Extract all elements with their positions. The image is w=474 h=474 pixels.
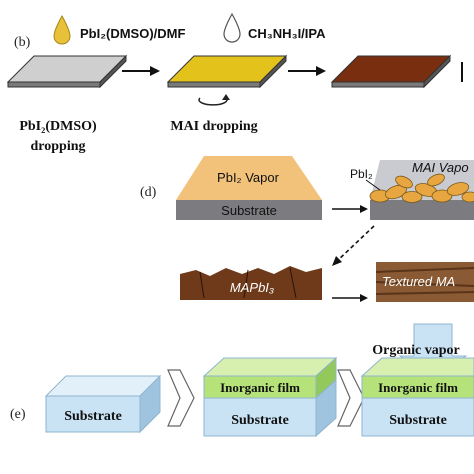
textured-film	[375, 262, 474, 302]
film-substrate-block-2	[202, 356, 338, 438]
process-arrow-1	[122, 66, 160, 76]
hollow-arrow-2	[337, 369, 365, 427]
textured-label: Textured MA	[382, 274, 455, 289]
substrate-block-1	[44, 374, 162, 434]
inorganic-film-label-1: Inorganic film	[220, 380, 300, 395]
substrate-label-d: Substrate	[221, 203, 277, 218]
pbi2-vapor-label: PbI₂ Vapor	[217, 170, 280, 185]
arrow-d-right-2	[332, 294, 368, 302]
film-substrate-block-3	[360, 357, 474, 437]
droplet-mai-icon	[223, 12, 241, 43]
arrow-d-diagonal	[332, 225, 375, 266]
spin-rotation-icon	[198, 94, 230, 106]
mapbi3-label: MAPbI₃	[230, 280, 274, 295]
reagent-pbi2-dmso-dmf: PbI₂(DMSO)/DMF	[80, 26, 185, 41]
caption-mai-dropping: MAI dropping	[170, 119, 257, 134]
caption-dropping: dropping	[31, 139, 86, 154]
arrow-d-right-1	[332, 205, 368, 213]
droplet-pbi2-icon	[53, 14, 71, 45]
plate-yellow-pbi2-dmso	[166, 54, 288, 89]
pbi2-particle-label: PbI₂	[350, 167, 373, 181]
panel-d-label: (d)	[140, 185, 157, 200]
plate-gray-pbi2	[6, 54, 128, 89]
organic-vapor-label: Organic vapor	[372, 343, 460, 358]
reagent-ch3nh3i-ipa: CH₃NH₃I/IPA	[248, 26, 326, 41]
mai-vapor-label: MAI Vapo	[412, 160, 469, 175]
plate-brown-mapbi3	[330, 54, 452, 89]
substrate-label-e2: Substrate	[231, 413, 289, 428]
hollow-arrow-1	[167, 369, 195, 427]
panel-b-label: (b)	[14, 35, 31, 50]
pbi2-pointer-line	[365, 179, 381, 191]
pbi2-vapor-deposition	[176, 156, 322, 220]
substrate-label-e1: Substrate	[64, 409, 122, 424]
substrate-label-e3: Substrate	[389, 413, 447, 428]
process-arrow-2	[288, 66, 326, 76]
mapbi3-film	[180, 266, 322, 300]
caption-pbi2-dmso: PbI₂(DMSO)	[19, 119, 97, 134]
inorganic-film-label-2: Inorganic film	[378, 380, 458, 395]
mai-vapor-deposition	[369, 160, 474, 220]
panel-e-label: (e)	[10, 407, 26, 422]
